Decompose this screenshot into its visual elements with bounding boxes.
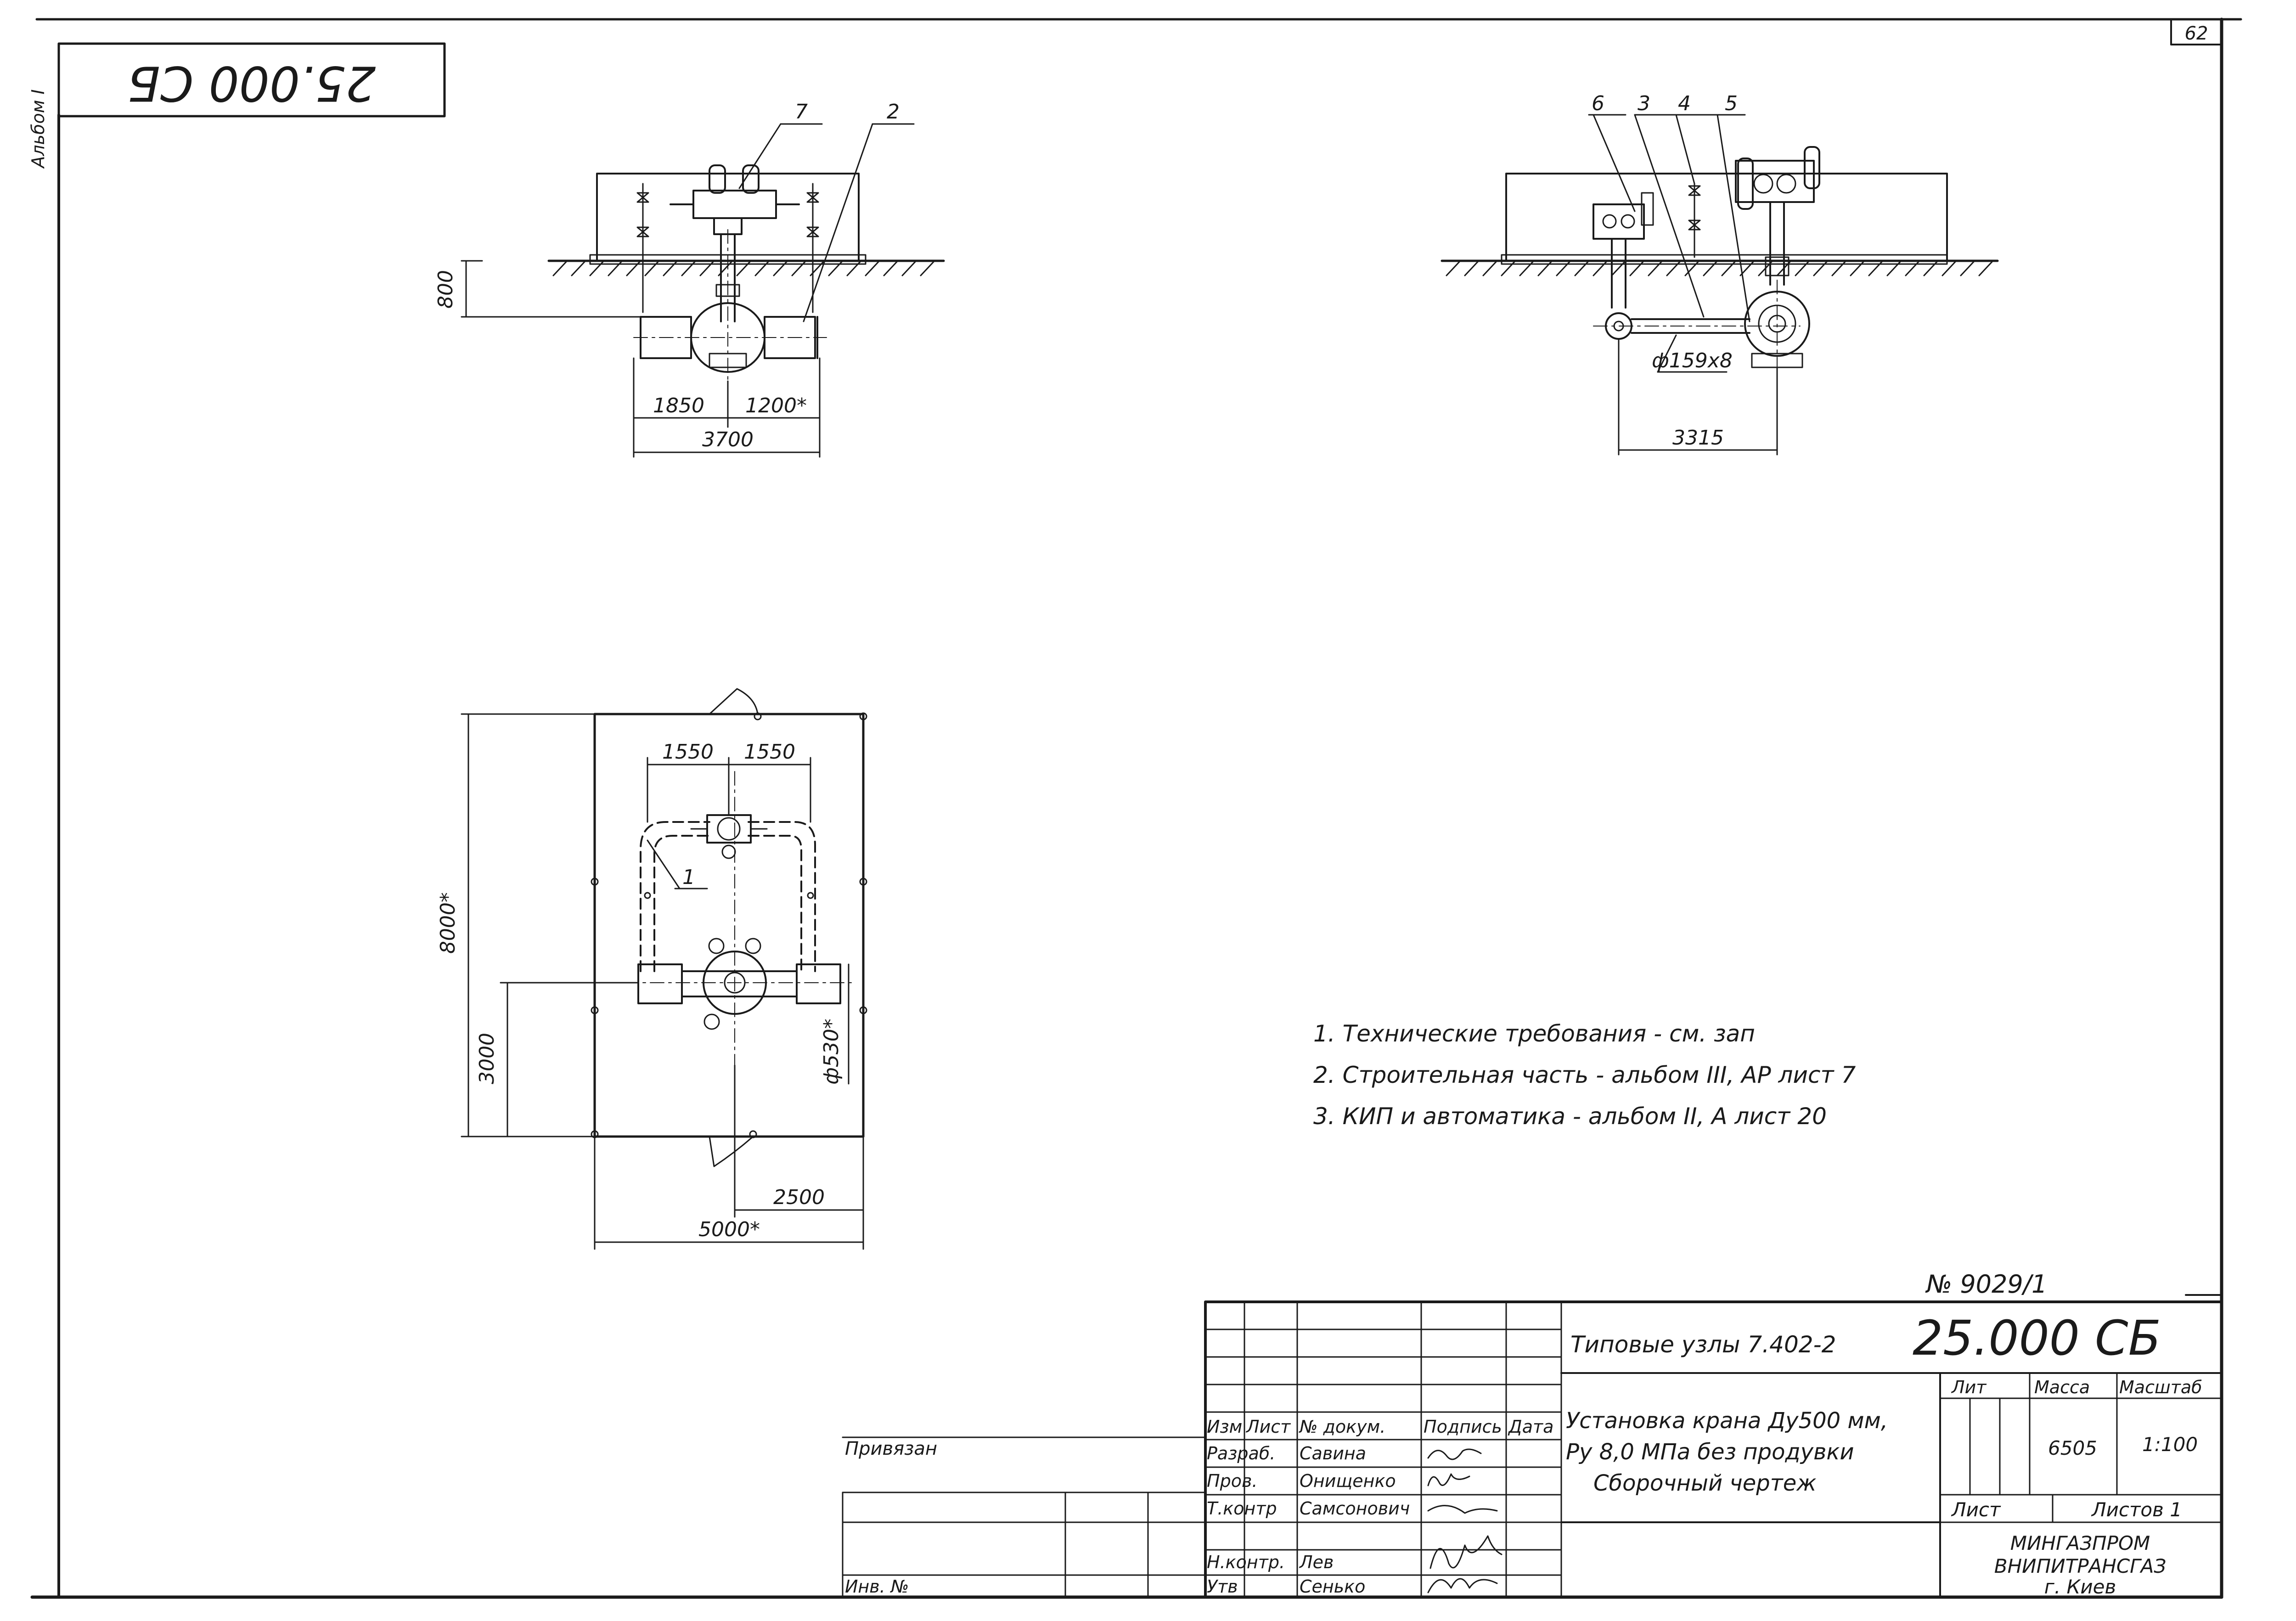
name-senko: Сенько bbox=[1300, 1576, 1365, 1597]
callout-4: 4 bbox=[1678, 92, 1691, 115]
desc-line-1: Установка крана Ду500 мм, bbox=[1566, 1408, 1888, 1434]
desc-line-3: Сборочный чертеж bbox=[1593, 1470, 1817, 1496]
doc-number: № 9029/1 bbox=[1925, 1270, 2047, 1299]
scale-value: 1:100 bbox=[2142, 1433, 2198, 1456]
inv-no-label: Инв. № bbox=[845, 1576, 909, 1597]
dim-diameter: ф530* bbox=[820, 1019, 843, 1085]
callout-2: 2 bbox=[887, 100, 900, 124]
org-line-1: МИНГАЗПРОМ bbox=[2010, 1532, 2150, 1554]
page-number: 62 bbox=[2185, 23, 2208, 44]
sheets-label: Листов 1 bbox=[2091, 1498, 2182, 1521]
role-prov: Пров. bbox=[1207, 1471, 1257, 1491]
dim-top-right: 1550 bbox=[744, 740, 795, 764]
header-list: Лист bbox=[1245, 1417, 1291, 1437]
notes: 1. Технические требования - см. зап 2. С… bbox=[1313, 1020, 1856, 1130]
album-label: Альбом I bbox=[28, 89, 48, 169]
dim-span: 3315 bbox=[1672, 426, 1724, 450]
header-izm: Изм bbox=[1207, 1417, 1242, 1437]
dim-pipe: ф159х8 bbox=[1652, 349, 1733, 372]
mass-label: Масса bbox=[2034, 1377, 2090, 1397]
sheet-code: 25.000 СБ bbox=[1913, 1310, 2161, 1366]
dim-b: 1200* bbox=[745, 394, 807, 417]
stamp-box: 25.000 СБ Альбом I bbox=[28, 42, 446, 169]
privyazan-label: Привязан bbox=[845, 1438, 937, 1459]
lit-label: Лит bbox=[1951, 1377, 1987, 1397]
role-utv: Утв bbox=[1207, 1576, 1238, 1597]
callout-6: 6 bbox=[1592, 92, 1604, 115]
callout-5: 5 bbox=[1725, 92, 1738, 115]
role-razrab: Разраб. bbox=[1207, 1443, 1275, 1463]
left-elevation-view: 7 2 800 1850 1200* 3700 bbox=[434, 100, 945, 458]
sheet-frame: 62 bbox=[30, 17, 2242, 1599]
dim-depth: 800 bbox=[434, 270, 457, 309]
dim-a: 1850 bbox=[653, 394, 704, 417]
stamp-code: 25.000 СБ bbox=[128, 56, 376, 112]
name-onishchenko: Онищенко bbox=[1300, 1471, 1396, 1491]
title-block: № 9029/1 Изм Лист № докум. Подпись Дата bbox=[842, 1270, 2223, 1598]
role-tkontr: Т.контр bbox=[1207, 1498, 1277, 1519]
header-doc: № докум. bbox=[1299, 1417, 1385, 1437]
series-label: Типовые узлы 7.402-2 bbox=[1570, 1331, 1836, 1358]
scale-label: Масштаб bbox=[2119, 1377, 2202, 1397]
note-3: 3. КИП и автоматика - альбом II, А лист … bbox=[1313, 1103, 1827, 1130]
mass-value: 6505 bbox=[2048, 1437, 2097, 1459]
org-line-3: г. Киев bbox=[2044, 1576, 2116, 1598]
note-1: 1. Технические требования - см. зап bbox=[1313, 1020, 1755, 1047]
sheet-label: Лист bbox=[1951, 1498, 2001, 1521]
callout-3: 3 bbox=[1638, 92, 1650, 115]
plan-view: 1 1550 1550 8000* 3000 ф530* 2500 5000* bbox=[436, 688, 867, 1250]
dim-total: 3700 bbox=[702, 428, 754, 451]
note-2: 2. Строительная часть - альбом III, АР л… bbox=[1313, 1062, 1856, 1088]
header-date: Дата bbox=[1508, 1417, 1553, 1437]
header-sign: Подпись bbox=[1424, 1417, 1502, 1437]
dim-half-width: 2500 bbox=[773, 1186, 825, 1209]
desc-line-2: Ру 8,0 МПа без продувки bbox=[1566, 1439, 1854, 1465]
dim-lower: 3000 bbox=[475, 1033, 499, 1084]
name-samsonovich: Самсонович bbox=[1300, 1498, 1410, 1519]
signature-marks bbox=[1427, 1448, 1503, 1593]
name-savina: Савина bbox=[1300, 1443, 1366, 1463]
org-line-2: ВНИПИТРАНСГАЗ bbox=[1994, 1555, 2167, 1577]
dim-height: 8000* bbox=[436, 892, 460, 954]
right-elevation-view: 6 3 4 5 ф159х8 3315 bbox=[1441, 92, 1999, 456]
dim-top-left: 1550 bbox=[662, 740, 714, 764]
role-nkontr: Н.контр. bbox=[1207, 1552, 1285, 1572]
name-lev: Лев bbox=[1299, 1552, 1334, 1572]
dim-width: 5000* bbox=[698, 1218, 760, 1241]
callout-7: 7 bbox=[795, 100, 808, 124]
callout-1: 1 bbox=[682, 866, 695, 889]
